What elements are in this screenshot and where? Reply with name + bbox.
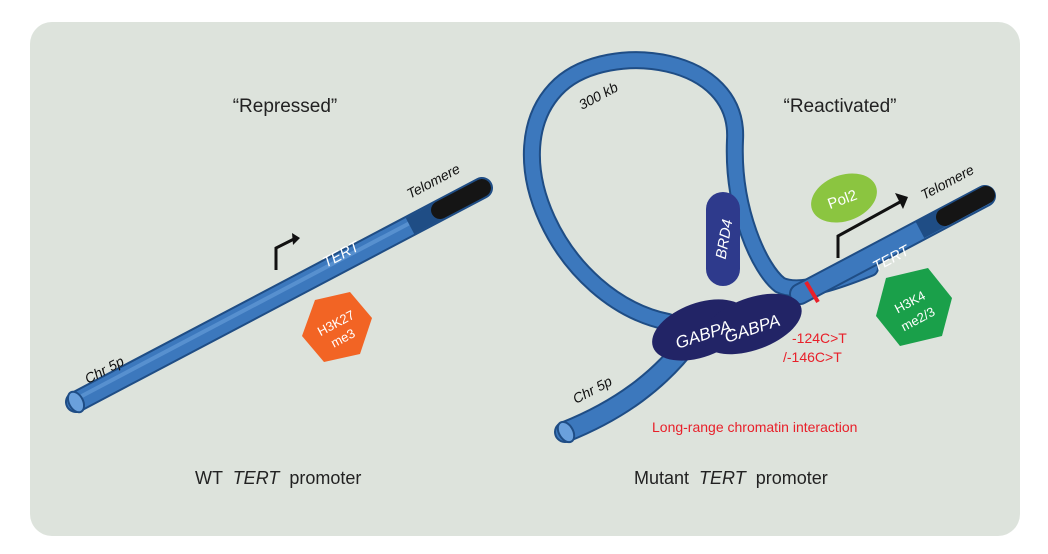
right-caption-gene: TERT (699, 468, 748, 488)
h3k27me3-mark: H3K27 me3 (302, 292, 372, 362)
left-state-label: “Repressed” (233, 96, 338, 117)
left-tss-arrowhead (292, 233, 300, 245)
interaction-label: Long-range chromatin interaction (652, 419, 857, 435)
right-tss-arrowhead (895, 193, 908, 209)
right-caption-suffix: promoter (756, 468, 828, 488)
right-caption-prefix: Mutant (634, 468, 689, 488)
right-caption: Mutant TERT promoter (634, 468, 828, 488)
pol2-protein: Pol2 (811, 173, 877, 223)
right-tss-arrow (836, 200, 901, 258)
right-state-label: “Reactivated” (784, 96, 897, 117)
gabpa-dimer: GABPA GABPA (652, 293, 802, 361)
brd4-protein: BRD4 (706, 192, 740, 286)
left-tss-arrow (274, 237, 295, 270)
mutation-label-1: -124C>T (792, 330, 847, 346)
right-chromatin-loop (523, 51, 879, 331)
left-caption-gene: TERT (233, 468, 282, 488)
h3k4me23-mark: H3K4 me2/3 (876, 268, 952, 346)
left-caption: WT TERT promoter (195, 468, 361, 488)
left-caption-suffix: promoter (289, 468, 361, 488)
left-chromosome (65, 177, 493, 414)
left-caption-prefix: WT (195, 468, 223, 488)
brd4-label: BRD4 (713, 218, 737, 260)
mutation-site-marker (804, 280, 820, 304)
loop-distance-label: 300 kb (576, 79, 621, 113)
mutation-label-2: /-146C>T (783, 349, 842, 365)
